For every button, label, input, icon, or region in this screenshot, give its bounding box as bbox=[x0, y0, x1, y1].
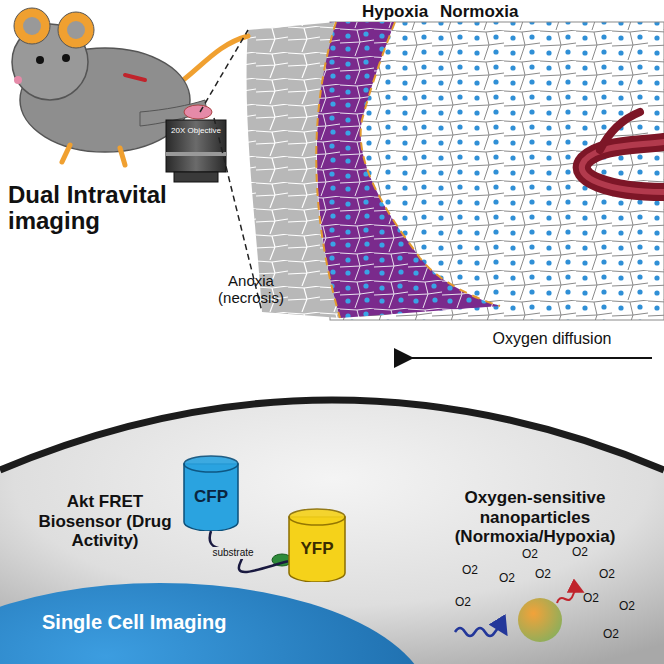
label-text: Hypoxia bbox=[362, 2, 442, 22]
label-text: O2 bbox=[596, 628, 626, 642]
protein-cylinder: CFP bbox=[183, 455, 239, 531]
label-text: O2 bbox=[492, 572, 522, 586]
label-text: 20X Objective bbox=[168, 126, 224, 135]
node-text: CFP bbox=[194, 487, 228, 507]
label-text: Oxygen diffusion bbox=[462, 330, 642, 348]
label-text: Anoxia (necrosis) bbox=[196, 272, 306, 307]
label-text: O2 bbox=[565, 546, 595, 560]
protein-cylinder: YFP bbox=[288, 508, 346, 582]
label-text: O2 bbox=[528, 568, 558, 582]
cell-dome: Single Cell Imaging bbox=[0, 575, 430, 664]
label-text: O2 bbox=[576, 592, 606, 606]
label-text: Normoxia bbox=[440, 2, 540, 22]
node-text: Single Cell Imaging bbox=[42, 611, 226, 634]
label-text: O2 bbox=[612, 600, 642, 614]
label-text: O2 bbox=[515, 548, 545, 562]
label-text: Oxygen-sensitive nanoparticles (Normoxia… bbox=[415, 488, 655, 547]
linker-line bbox=[210, 531, 288, 572]
label-text: Dual Intravital imaging bbox=[8, 182, 208, 235]
label-text: Akt FRET Biosensor (Drug Activity) bbox=[30, 492, 180, 551]
label-text: O2 bbox=[448, 596, 478, 610]
label-text: O2 bbox=[455, 564, 485, 578]
edge-label: substrate bbox=[210, 547, 255, 559]
label-text: O2 bbox=[592, 568, 622, 582]
node-text: YFP bbox=[300, 539, 333, 559]
